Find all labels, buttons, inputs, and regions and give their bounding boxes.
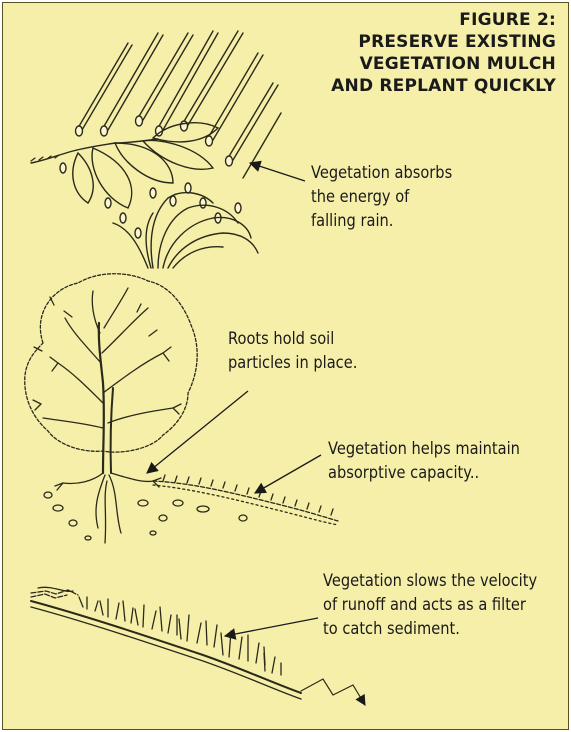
runoff-flow (301, 679, 365, 705)
soil-particles (44, 492, 247, 540)
callout-runoff: Vegetation slows the velocity of runoff … (323, 569, 537, 641)
arrow-absorptive (255, 455, 321, 493)
callout-line: Vegetation helps maintain (328, 437, 520, 461)
runoff-illustration (31, 587, 365, 705)
rain-illustration (31, 31, 281, 268)
branch (31, 139, 158, 163)
callout-roots: Roots hold soil particles in place. (228, 327, 357, 375)
title-line: PRESERVE EXISTING (331, 31, 556, 53)
callout-line: of runoff and acts as a filter (323, 593, 537, 617)
arrow-runoff (225, 618, 318, 636)
callout-line: the energy of (311, 185, 452, 209)
callout-line: falling rain. (311, 209, 452, 233)
tree-roots (55, 473, 161, 543)
callout-absorptive-capacity: Vegetation helps maintain absorptive cap… (328, 437, 520, 485)
slope-grass (79, 597, 281, 675)
title-line: AND REPLANT QUICKLY (331, 75, 556, 97)
callout-line: to catch sediment. (323, 617, 537, 641)
callout-line: Roots hold soil (228, 327, 357, 351)
raindrops (60, 116, 241, 238)
arrow-roots (147, 391, 248, 473)
title-line: FIGURE 2: (331, 9, 556, 31)
arrow-rain (250, 163, 305, 181)
callout-line: particles in place. (228, 351, 357, 375)
slope-surface (31, 601, 301, 693)
title-line: VEGETATION MULCH (331, 53, 556, 75)
callout-rain-energy: Vegetation absorbs the energy of falling… (311, 161, 452, 233)
figure-title: FIGURE 2: PRESERVE EXISTING VEGETATION M… (331, 9, 556, 97)
callout-line: absorptive capacity.. (328, 461, 520, 485)
callout-line: Vegetation slows the velocity (323, 569, 537, 593)
leaves (73, 123, 218, 208)
callout-line: Vegetation absorbs (311, 161, 452, 185)
tree-illustration (25, 274, 338, 543)
